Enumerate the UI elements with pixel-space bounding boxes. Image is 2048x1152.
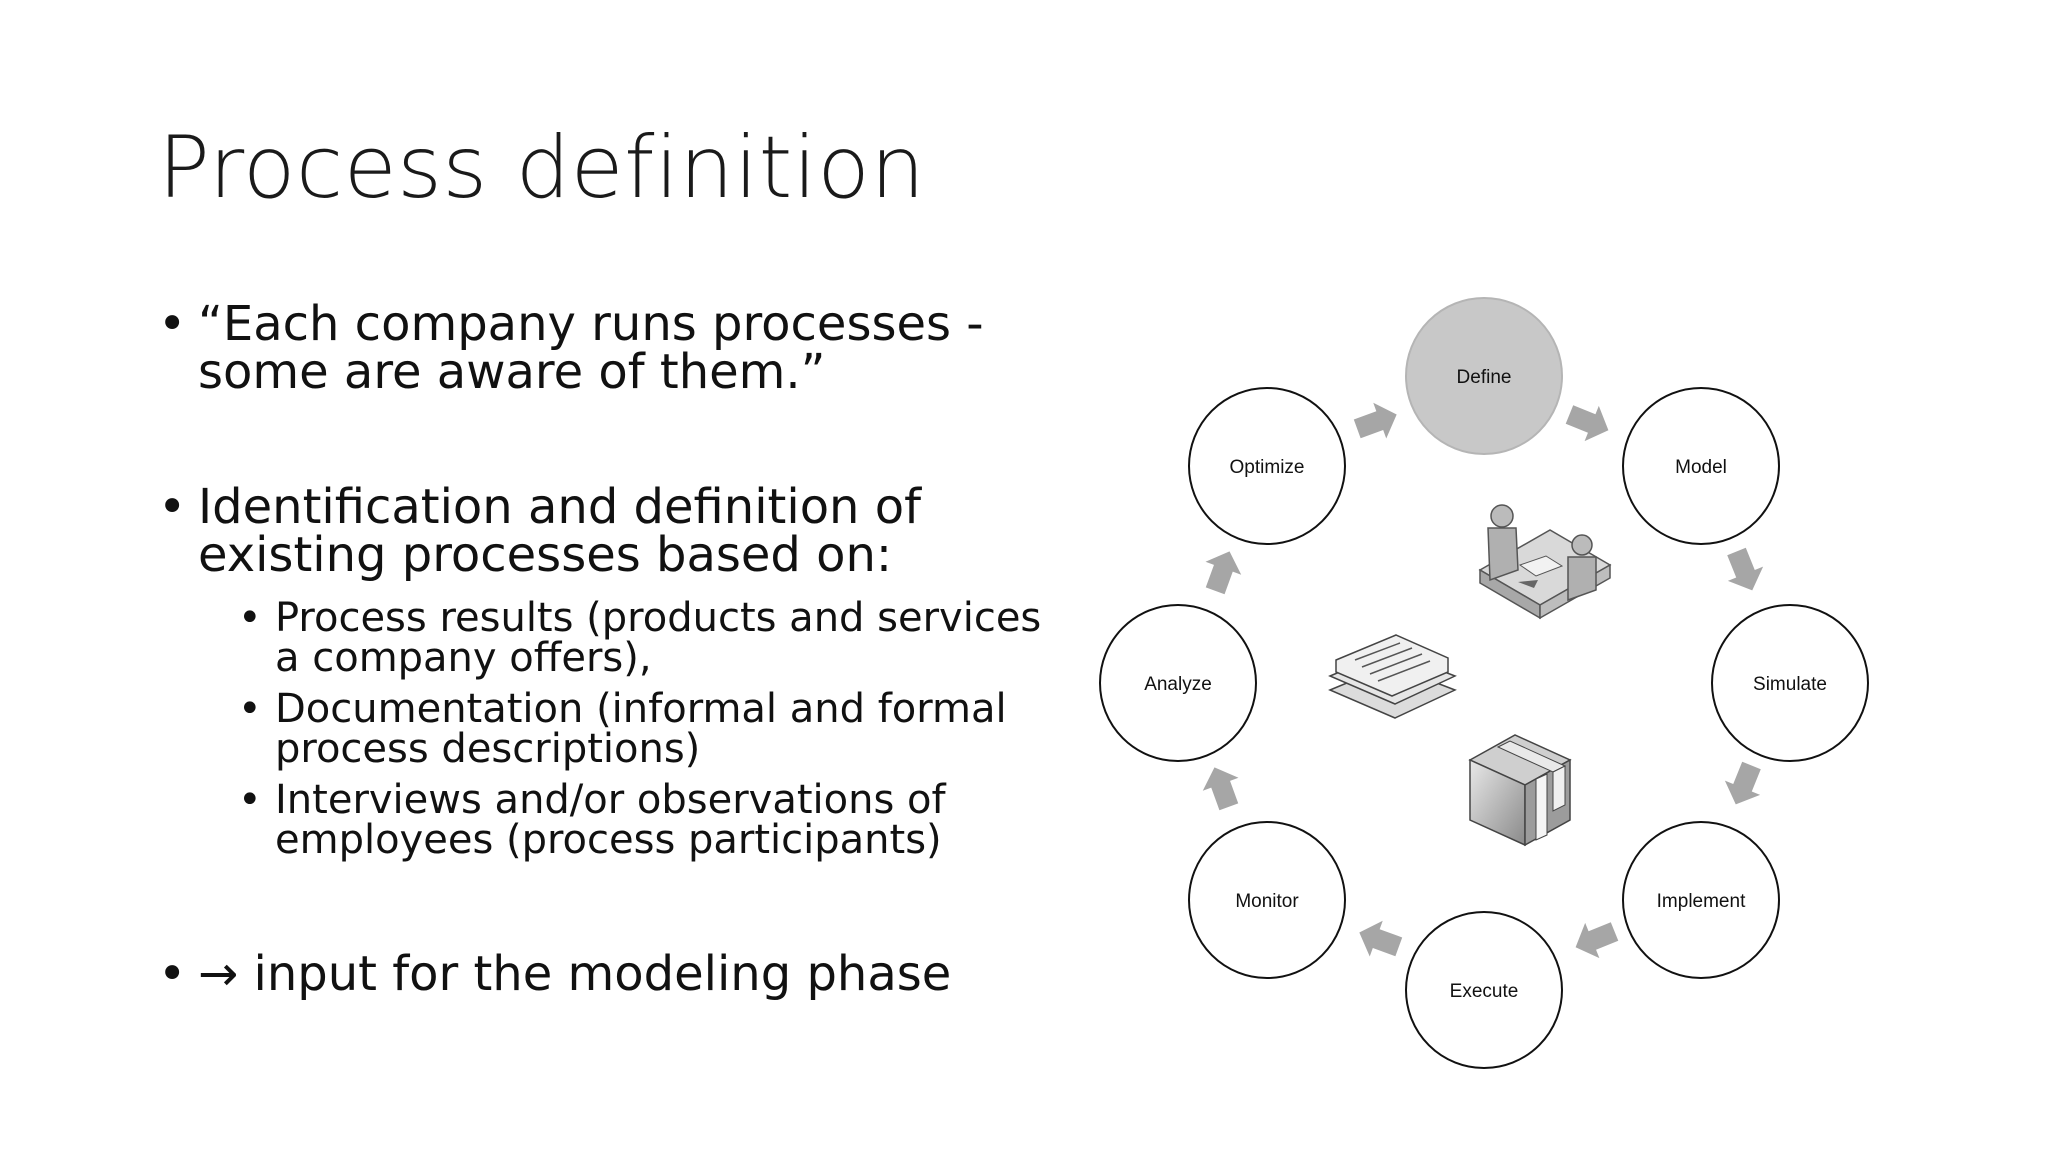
arrow-implement-to-execute bbox=[1575, 922, 1619, 959]
documents-stack-icon bbox=[1328, 634, 1457, 719]
node-model: Model bbox=[1622, 387, 1780, 545]
arrow-optimize-to-define bbox=[1353, 402, 1397, 439]
sub-bullet-text-line1: Interviews and/or observations of bbox=[275, 777, 946, 823]
node-simulate-label: Simulate bbox=[1753, 674, 1827, 695]
sub-bullet-text-line1: Documentation (informal and formal bbox=[275, 686, 1007, 732]
sub-bullet-dot: • bbox=[238, 777, 262, 823]
bullet-text-line2: existing processes based on: bbox=[198, 527, 893, 583]
arrow-analyze-to-optimize bbox=[1205, 551, 1242, 595]
node-analyze: Analyze bbox=[1099, 604, 1257, 762]
bullet-dot: • bbox=[158, 296, 187, 352]
bullet-text-line1: Identification and definition of bbox=[198, 479, 921, 535]
slide-title: Process definition bbox=[158, 118, 926, 218]
arrow-model-to-simulate bbox=[1727, 547, 1764, 591]
node-analyze-label: Analyze bbox=[1144, 674, 1212, 695]
node-model-label: Model bbox=[1675, 457, 1727, 478]
bullet-dot: • bbox=[158, 946, 187, 1002]
node-implement-label: Implement bbox=[1657, 891, 1746, 912]
node-execute: Execute bbox=[1405, 911, 1563, 1069]
arrow-monitor-to-analyze bbox=[1202, 767, 1239, 811]
bullet-dot: • bbox=[158, 479, 187, 535]
node-execute-label: Execute bbox=[1450, 981, 1519, 1002]
arrow-execute-to-monitor bbox=[1359, 920, 1403, 957]
sub-bullet-dot: • bbox=[238, 686, 262, 732]
node-optimize: Optimize bbox=[1188, 387, 1346, 545]
node-monitor-label: Monitor bbox=[1235, 891, 1299, 912]
cycle-arrows bbox=[1202, 402, 1764, 959]
arrow-simulate-to-implement bbox=[1724, 761, 1761, 805]
node-define-label: Define bbox=[1457, 367, 1512, 388]
node-optimize-label: Optimize bbox=[1230, 457, 1305, 478]
node-simulate: Simulate bbox=[1711, 604, 1869, 762]
bullet-text-line2: some are aware of them.” bbox=[198, 344, 826, 400]
bullet-text-line1: → input for the modeling phase bbox=[198, 946, 952, 1002]
sub-bullet-dot: • bbox=[238, 595, 262, 641]
node-implement: Implement bbox=[1622, 821, 1780, 979]
sub-bullet-text-line2: process descriptions) bbox=[275, 726, 701, 772]
node-monitor: Monitor bbox=[1188, 821, 1346, 979]
diagram-svg: Define Model Simulate Implement Execute … bbox=[1099, 297, 1869, 1069]
arrow-define-to-model bbox=[1565, 405, 1609, 442]
node-define: Define bbox=[1405, 297, 1563, 455]
process-lifecycle-diagram: Define Model Simulate Implement Execute … bbox=[1080, 280, 1900, 1080]
people-meeting-icon bbox=[1478, 504, 1612, 620]
sub-bullet-text-line2: employees (process participants) bbox=[275, 817, 942, 863]
bullet-text-line1: “Each company runs processes - bbox=[198, 296, 984, 352]
sub-bullet-text-line2: a company offers), bbox=[275, 635, 652, 681]
package-box-icon bbox=[1468, 734, 1572, 847]
sub-bullet-text-line1: Process results (products and services bbox=[275, 595, 1042, 641]
